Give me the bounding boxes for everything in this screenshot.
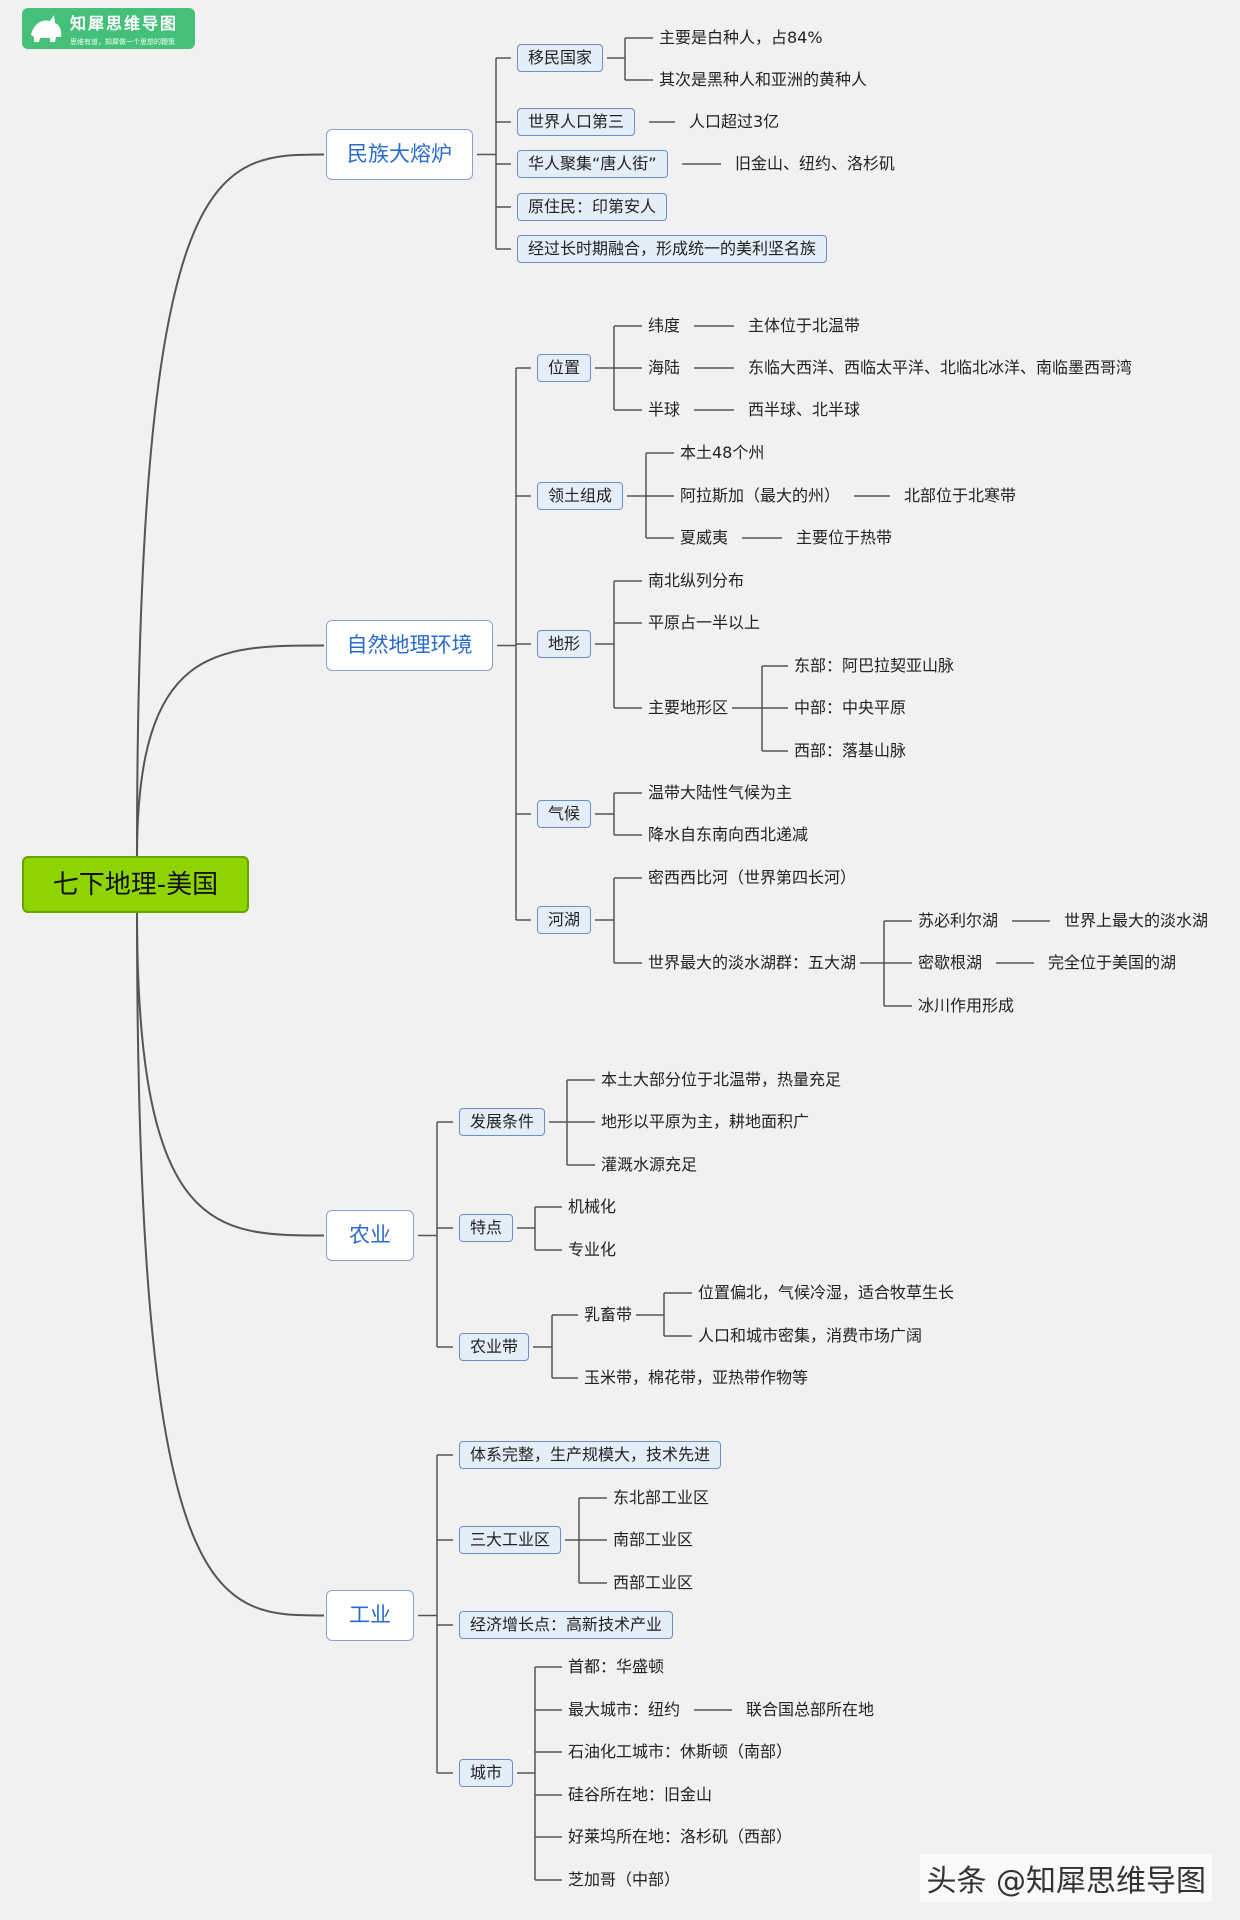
ethnic-chinatown[interactable]: 华人聚集“唐人街”: [517, 150, 668, 178]
nature-territory[interactable]: 领土组成: [537, 482, 624, 510]
nature-rivers[interactable]: 河湖: [537, 906, 592, 934]
location-hemisphere: 半球: [648, 400, 681, 419]
ethnic-immigrant-2: 其次是黑种人和亚洲的黄种人: [659, 70, 868, 89]
branch-industry-label: 工业: [349, 1603, 391, 1627]
ethnic-native[interactable]: 原住民：印第安人: [517, 193, 668, 221]
nature-location[interactable]: 位置: [537, 354, 592, 382]
lake-michigan-1: 完全位于美国的湖: [1048, 953, 1177, 972]
branch-nature-label: 自然地理环境: [346, 633, 473, 657]
lake-michigan: 密歇根湖: [918, 953, 983, 972]
climate-2: 降水自东南向西北递减: [648, 825, 809, 844]
city-sf: 硅谷所在地：旧金山: [568, 1785, 713, 1804]
agri-conditions-1: 本土大部分位于北温带，热量充足: [601, 1070, 842, 1089]
territory-alaska-1: 北部位于北寒带: [904, 486, 1017, 505]
climate-1: 温带大陆性气候为主: [648, 783, 793, 802]
ethnic-immigrant-1: 主要是白种人，占84%: [659, 28, 823, 47]
logo-slogan: 思维有道，知犀做一个思想的鞭策: [70, 38, 175, 46]
agri-conditions-2: 地形以平原为主，耕地面积广: [601, 1112, 810, 1131]
branch-nature[interactable]: 自然地理环境: [326, 620, 493, 671]
terrain-regions: 主要地形区: [648, 698, 729, 717]
location-sea: 海陆: [648, 358, 681, 377]
terrain-ns: 南北纵列分布: [648, 571, 745, 590]
branch-agriculture-label: 农业: [349, 1223, 391, 1247]
industry-zone-south: 南部工业区: [613, 1530, 694, 1549]
location-latitude: 纬度: [648, 316, 681, 335]
territory-hawaii: 夏威夷: [680, 528, 729, 547]
nature-terrain[interactable]: 地形: [537, 630, 592, 658]
nature-climate[interactable]: 气候: [537, 800, 592, 828]
agri-features-2: 专业化: [568, 1240, 617, 1259]
branch-ethnic[interactable]: 民族大熔炉: [326, 129, 473, 180]
territory-hawaii-1: 主要位于热带: [796, 528, 893, 547]
ethnic-immigrant[interactable]: 移民国家: [517, 44, 604, 72]
city-largest: 最大城市：纽约: [568, 1700, 681, 1719]
root-node[interactable]: 七下地理-美国: [22, 856, 249, 913]
terrain-east: 东部：阿巴拉契亚山脉: [794, 656, 955, 675]
logo-title: 知犀思维导图: [70, 14, 179, 33]
city-chicago: 芝加哥（中部）: [568, 1870, 681, 1889]
rhino-logo-icon: [31, 14, 62, 42]
rivers-great-lakes: 世界最大的淡水湖群：五大湖: [648, 953, 857, 972]
city-capital: 首都：华盛顿: [568, 1657, 665, 1676]
branch-agriculture[interactable]: 农业: [326, 1210, 414, 1261]
industry-growth[interactable]: 经济增长点：高新技术产业: [459, 1611, 674, 1639]
branch-industry[interactable]: 工业: [326, 1590, 414, 1641]
agri-belts[interactable]: 农业带: [459, 1333, 530, 1361]
agri-dairy: 乳畜带: [584, 1305, 633, 1324]
branch-ethnic-label: 民族大熔炉: [347, 142, 452, 166]
industry-zone-west: 西部工业区: [613, 1573, 694, 1592]
industry-zone-ne: 东北部工业区: [613, 1488, 710, 1507]
agri-dairy-2: 人口和城市密集，消费市场广阔: [698, 1326, 923, 1345]
agri-conditions[interactable]: 发展条件: [459, 1108, 546, 1136]
lake-superior-1: 世界上最大的淡水湖: [1064, 911, 1209, 930]
agri-other-belts: 玉米带，棉花带，亚热带作物等: [584, 1368, 809, 1387]
terrain-west: 西部：落基山脉: [794, 741, 907, 760]
industry-zones[interactable]: 三大工业区: [459, 1526, 562, 1554]
location-sea-1: 东临大西洋、西临太平洋、北临北冰洋、南临墨西哥湾: [748, 358, 1133, 377]
lake-superior: 苏必利尔湖: [918, 911, 999, 930]
city-largest-1: 联合国总部所在地: [746, 1700, 875, 1719]
territory-alaska: 阿拉斯加（最大的州）: [680, 486, 841, 505]
ethnic-population-1: 人口超过3亿: [689, 112, 780, 131]
industry-cities[interactable]: 城市: [459, 1759, 514, 1787]
city-la: 好莱坞所在地：洛杉矶（西部）: [568, 1827, 793, 1846]
location-latitude-1: 主体位于北温带: [748, 316, 861, 335]
industry-system[interactable]: 体系完整，生产规模大，技术先进: [459, 1441, 722, 1469]
root-label: 七下地理-美国: [52, 869, 219, 900]
location-hemisphere-1: 西半球、北半球: [748, 400, 861, 419]
city-houston: 石油化工城市：休斯顿（南部）: [568, 1742, 793, 1761]
terrain-plain: 平原占一半以上: [648, 613, 761, 632]
terrain-central: 中部：中央平原: [794, 698, 907, 717]
ethnic-chinatown-1: 旧金山、纽约、洛杉矶: [735, 154, 896, 173]
territory-mainland: 本土48个州: [680, 443, 765, 462]
agri-features[interactable]: 特点: [459, 1214, 514, 1242]
rivers-mississippi: 密西西比河（世界第四长河）: [648, 868, 857, 887]
logo-badge: 知犀思维导图 思维有道，知犀做一个思想的鞭策: [22, 8, 195, 49]
agri-dairy-1: 位置偏北，气候冷湿，适合牧草生长: [698, 1283, 955, 1302]
watermark: 头条 @知犀思维导图: [920, 1854, 1212, 1902]
agri-conditions-3: 灌溉水源充足: [601, 1155, 698, 1174]
lake-glacier: 冰川作用形成: [918, 996, 1015, 1015]
ethnic-population[interactable]: 世界人口第三: [517, 108, 636, 136]
agri-features-1: 机械化: [568, 1197, 617, 1216]
ethnic-fusion[interactable]: 经过长时期融合，形成统一的美利坚名族: [517, 235, 828, 263]
